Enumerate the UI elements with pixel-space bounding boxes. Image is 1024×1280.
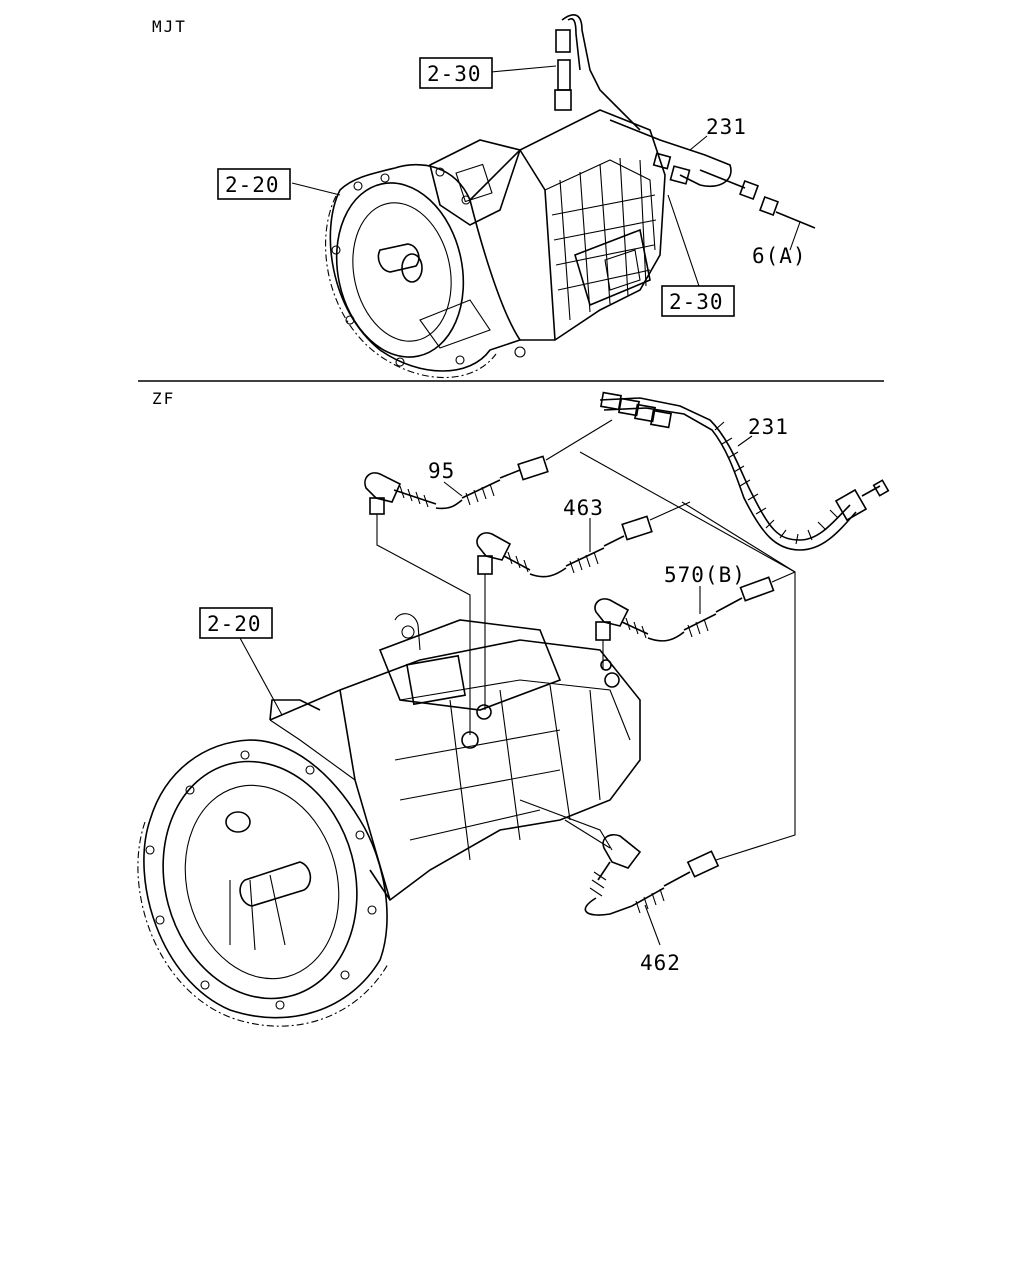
callout-box-2-30-upper <box>419 57 493 89</box>
callout-2-30-lower: 2-30 <box>669 290 724 314</box>
callout-box-2-30-lower <box>661 285 735 317</box>
callout-2-20-mjt: 2-20 <box>225 173 280 197</box>
section-title-mjt: MJT <box>152 17 187 36</box>
callout-6a: 6(A) <box>752 244 807 268</box>
callout-2-30-upper: 2-30 <box>427 62 482 86</box>
callout-95: 95 <box>428 459 455 483</box>
callout-box-2-20-mjt <box>217 168 291 200</box>
callout-2-20-zf: 2-20 <box>207 612 262 636</box>
mjt-leaders <box>291 65 801 290</box>
section-title-zf: ZF <box>152 389 175 408</box>
zf-leaders <box>239 435 753 946</box>
zf-transmission-drawing <box>137 613 641 1027</box>
callout-570b: 570(B) <box>664 563 746 587</box>
callout-231-zf: 231 <box>748 415 789 439</box>
callout-463: 463 <box>563 496 604 520</box>
zf-sensors-harness <box>364 391 890 916</box>
callout-462: 462 <box>640 951 681 975</box>
callout-231-mjt: 231 <box>706 115 747 139</box>
mjt-transmission-drawing <box>325 14 816 379</box>
callout-box-2-20-zf <box>199 607 273 639</box>
